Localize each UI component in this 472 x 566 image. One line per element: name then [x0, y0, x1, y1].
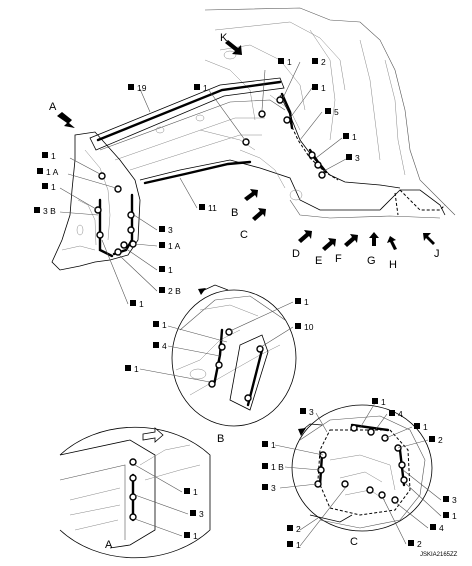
view-letter-g: G	[367, 255, 376, 267]
callout-b-1-upper: 1	[162, 320, 167, 330]
arrow-e-icon	[322, 238, 336, 251]
view-letter-b-main: B	[231, 207, 238, 219]
arrow-b-icon	[244, 189, 258, 201]
figure-code: JSKIA2165ZZ	[420, 552, 458, 558]
view-direction-arrows	[57, 40, 435, 251]
callout-c-3-left: 3	[271, 483, 276, 493]
callout-2-quarter: 2	[321, 57, 326, 67]
callout-b-4: 4	[162, 341, 167, 351]
callout-c-1-bottom: 1	[296, 540, 301, 550]
callout-c-2-bottom: 2	[417, 539, 422, 549]
callout-1-quarter-top: 1	[287, 57, 292, 67]
callout-c-3-right: 3	[452, 495, 457, 505]
main-leader-lines	[59, 61, 347, 305]
arrow-h-icon	[387, 236, 397, 250]
callout-1-lower: 1	[168, 265, 173, 275]
callout-b-1-top: 1	[304, 297, 309, 307]
callout-11: 11	[208, 203, 217, 213]
callout-3b: 3 B	[43, 206, 56, 216]
callout-1a-lower: 1 A	[168, 241, 181, 251]
callout-c-1-right: 1	[423, 422, 428, 432]
callout-c-2-left: 2	[296, 524, 301, 534]
callout-3-pillar: 3	[168, 225, 173, 235]
view-letter-h: H	[389, 259, 397, 271]
view-letter-e: E	[315, 255, 322, 267]
callout-1a-pillar: 1 A	[46, 167, 59, 177]
view-letter-a-detail: A	[105, 539, 113, 551]
callout-2b: 2 B	[168, 286, 181, 296]
callout-c-1-right-low: 1	[452, 511, 457, 521]
callout-10: 10	[304, 322, 314, 332]
arrow-a-icon	[57, 112, 75, 128]
view-letter-b-detail: B	[217, 433, 224, 445]
callout-3-quarter: 3	[355, 153, 360, 163]
arrow-j-icon	[423, 233, 435, 245]
callout-c-1-top: 1	[381, 397, 386, 407]
view-letters: A K B C D E F G H J B A C	[49, 32, 440, 551]
body-shell-drawing	[51, 7, 456, 271]
callout-5: 5	[334, 107, 339, 117]
callout-a-1-bottom: 1	[193, 531, 198, 541]
callout-1-quarter-mid: 1	[321, 83, 326, 93]
arrow-g-icon	[369, 232, 379, 246]
callout-a-3: 3	[199, 509, 204, 519]
arrow-k-icon	[225, 40, 242, 55]
callout-c-1-left: 1	[271, 440, 276, 450]
view-letter-j: J	[434, 248, 440, 260]
callout-c-3-top: 3	[309, 407, 314, 417]
view-letter-k: K	[220, 32, 228, 44]
callout-1-base: 1	[139, 299, 144, 309]
view-letter-c-detail: C	[350, 536, 358, 548]
callout-a-1-top: 1	[193, 487, 198, 497]
arrow-c-icon	[252, 208, 266, 221]
callout-c-2-right: 2	[438, 435, 443, 445]
callout-1-pillar-b: 1	[51, 182, 56, 192]
view-letter-c-main: C	[240, 229, 248, 241]
callout-1-pillar-a: 1	[51, 151, 56, 161]
detail-view-c	[274, 402, 442, 547]
callout-19: 19	[137, 83, 147, 93]
callout-b-1-lower: 1	[134, 364, 139, 374]
callout-c-4-right: 4	[439, 523, 444, 533]
callout-1-quarter-low: 1	[352, 132, 357, 142]
arrow-d-icon	[298, 230, 312, 243]
detail-view-a	[59, 426, 211, 559]
arrow-f-icon	[344, 234, 358, 247]
detail-view-b	[139, 284, 297, 427]
view-letter-d: D	[292, 248, 300, 260]
callout-c-1b: 1 B	[271, 462, 284, 472]
view-letter-a-main: A	[49, 101, 57, 113]
callout-c-4-top: 4	[398, 409, 403, 419]
callout-labels: 19 1 1 2 1 5 1 3 11 1 1 A 1 3 B 3 1 A 1	[34, 57, 457, 550]
view-letter-f: F	[335, 253, 342, 265]
callout-1-roof: 1	[203, 83, 208, 93]
